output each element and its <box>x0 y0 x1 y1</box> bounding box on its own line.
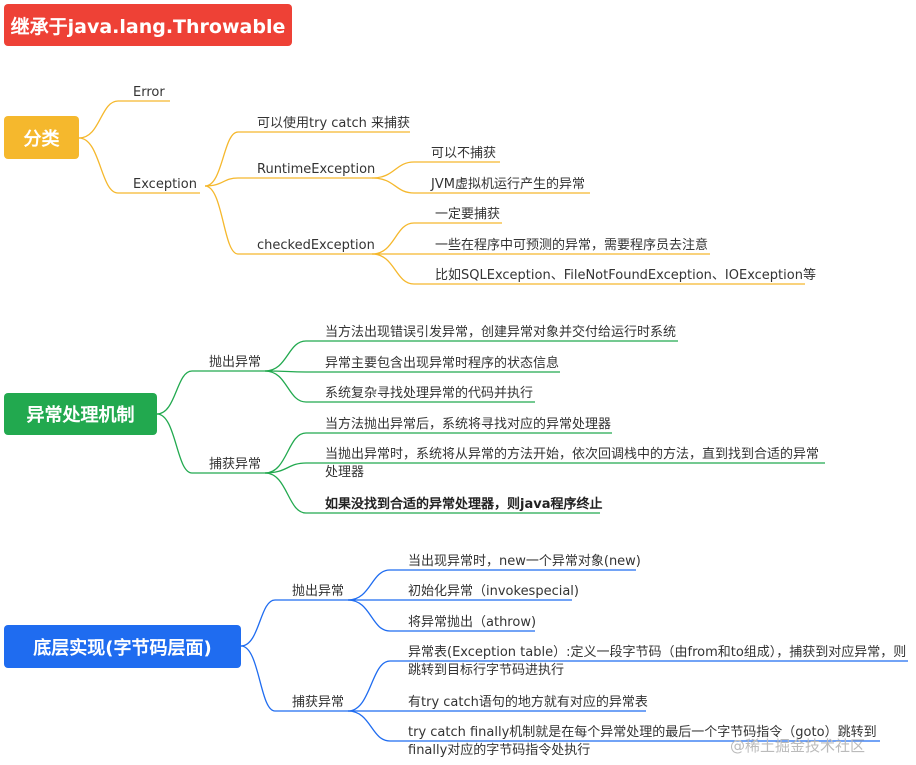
watermark: @稀土掘金技术社区 <box>730 737 866 755</box>
throw-connector-1 <box>264 370 560 373</box>
checked-connector-2 <box>371 253 805 285</box>
node-bc-throw-3: 将异常抛出（athrow) <box>408 615 537 630</box>
node-catch: 捕获异常 <box>209 457 262 472</box>
runtime-connector-0 <box>371 161 500 179</box>
exception-connector-1 <box>204 177 372 187</box>
node-bc-catch-3: try catch finally机制就是在每个异常处理的最后一个字节码指令（g… <box>408 725 877 758</box>
bytecode-connector-0 <box>240 599 348 647</box>
bc-catch-connector-0 <box>347 660 908 712</box>
node-throw-2: 异常主要包含出现异常时程序的状态信息 <box>325 356 560 371</box>
node-catch-2: 当抛出异常时，系统将从异常的方法开始，依次回调栈中的方法，直到找到合适的异常处理… <box>325 447 820 480</box>
section-bytecode-badge: 底层实现(字节码层面) <box>4 625 241 668</box>
mechanism-connector-0 <box>156 370 265 415</box>
node-throw-3: 系统复杂寻找处理异常的代码并执行 <box>325 386 534 401</box>
mechanism-connector-1 <box>156 413 265 474</box>
node-bc-throw: 抛出异常 <box>292 584 345 599</box>
node-throw: 抛出异常 <box>209 355 262 370</box>
node-checked-3: 比如SQLException、FileNotFoundException、IOE… <box>435 268 816 283</box>
node-exception: Exception <box>133 177 197 192</box>
node-runtime-exception: RuntimeException <box>257 162 376 177</box>
checked-connector-0 <box>371 222 502 255</box>
section-mechanism-badge: 异常处理机制 <box>4 393 157 435</box>
catch-connector-0 <box>264 432 612 474</box>
exception-connector-2 <box>204 185 372 255</box>
catch-connector-2 <box>264 472 600 514</box>
throw-connector-2 <box>264 370 535 403</box>
bc-throw-connector-2 <box>347 599 535 632</box>
node-bc-throw-2: 初始化异常（invokespecial) <box>408 584 579 599</box>
node-bc-catch: 捕获异常 <box>292 695 345 710</box>
node-runtime-1: 可以不捕获 <box>431 146 497 161</box>
node-error: Error <box>133 85 165 100</box>
node-bc-throw-1: 当出现异常时，new一个异常对象(new) <box>408 554 641 569</box>
node-catch-3: 如果没找到合适的异常处理器，则java程序终止 <box>325 497 603 512</box>
node-try-catch: 可以使用try catch 来捕获 <box>257 116 410 131</box>
node-checked-1: 一定要捕获 <box>435 207 501 222</box>
exception-connector-0 <box>204 131 410 187</box>
section-classification-badge: 分类 <box>4 116 79 159</box>
node-runtime-2: JVM虚拟机运行产生的异常 <box>431 177 585 192</box>
node-checked-2: 一些在程序中可预测的异常，需要程序员去注意 <box>435 238 709 253</box>
node-catch-1: 当方法抛出异常后，系统将寻找对应的异常处理器 <box>325 417 612 432</box>
node-checked-exception: checkedException <box>257 238 375 253</box>
throw-connector-0 <box>264 340 678 372</box>
bc-throw-connector-0 <box>347 569 636 601</box>
runtime-connector-1 <box>371 177 590 194</box>
node-bc-catch-2: 有try catch语句的地方就有对应的异常表 <box>408 695 648 710</box>
catch-connector-1 <box>264 462 825 474</box>
node-throw-1: 当方法出现错误引发异常，创建异常对象并交付给运行时系统 <box>325 325 677 340</box>
title-badge: 继承于java.lang.Throwable <box>4 4 292 46</box>
bc-catch-connector-2 <box>347 710 880 742</box>
classification-connector-0 <box>78 100 170 139</box>
classification-connector-1 <box>78 137 200 194</box>
bytecode-connector-1 <box>240 645 348 712</box>
node-bc-catch-1: 异常表(Exception table）:定义一段字节码（由from和to组成）… <box>408 645 907 678</box>
